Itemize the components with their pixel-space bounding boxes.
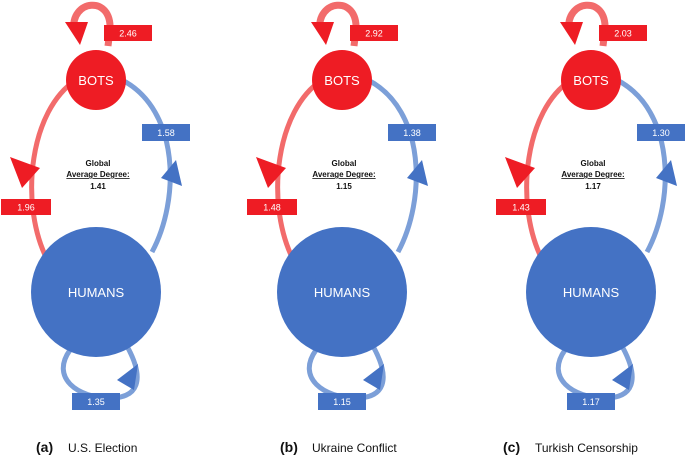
bot-self-badge: [350, 25, 398, 41]
bot-self-value: 2.03: [614, 29, 632, 39]
human-to-bot-value: 1.30: [652, 128, 670, 138]
humans-label: HUMANS: [563, 285, 620, 300]
humans-label: HUMANS: [314, 285, 371, 300]
human-self-value: 1.35: [87, 397, 105, 407]
bots-label: BOTS: [324, 73, 360, 88]
bot-self-value: 2.92: [365, 29, 383, 39]
caption-text: Ukraine Conflict: [312, 441, 397, 455]
global-label: Global: [581, 159, 606, 168]
caption-text: U.S. Election: [68, 441, 137, 455]
human-to-bot-arrowhead: [407, 160, 428, 186]
bot-self-badge: [599, 25, 647, 41]
bots-node: [66, 50, 126, 110]
bot-to-human-value: 1.96: [17, 203, 35, 213]
humans-node: [277, 227, 407, 357]
human-to-bot-badge: [388, 124, 436, 141]
human-to-bot-edge: [366, 77, 419, 254]
bot-to-human-value: 1.48: [263, 203, 281, 213]
bot-self-badge: [104, 25, 152, 41]
bots-node: [561, 50, 621, 110]
human-self-arrowhead: [612, 364, 633, 390]
human-self-badge: [72, 393, 120, 410]
bot-to-human-edge: [29, 77, 78, 257]
humans-node: [31, 227, 161, 357]
human-to-bot-value: 1.38: [403, 128, 421, 138]
human-to-bot-edge: [120, 77, 173, 254]
bot-self-value: 2.46: [119, 29, 137, 39]
human-to-bot-badge: [142, 124, 190, 141]
bot-to-human-arrowhead: [505, 157, 535, 188]
caption-letter: (c): [503, 439, 520, 455]
global-label: Global: [86, 159, 111, 168]
human-to-bot-arrowhead: [656, 160, 677, 186]
global-value: 1.41: [90, 182, 106, 191]
bot-to-human-edge: [275, 77, 324, 257]
bots-node: [312, 50, 372, 110]
panel-c: 2.03 1.43 1.30 1.17 BOTS HUMANS Global A…: [496, 1, 685, 455]
human-self-value: 1.15: [333, 397, 351, 407]
human-self-arrowhead: [117, 364, 138, 390]
human-to-bot-badge: [637, 124, 685, 141]
bot-self-arrowhead: [560, 22, 583, 45]
human-self-badge: [318, 393, 366, 410]
humans-label: HUMANS: [68, 285, 125, 300]
bot-to-human-value: 1.43: [512, 203, 530, 213]
bot-self-arrowhead: [65, 22, 88, 45]
bot-to-human-badge: [496, 199, 546, 215]
human-to-bot-value: 1.58: [157, 128, 175, 138]
human-to-bot-arrowhead: [161, 160, 182, 186]
panel-b: 2.92 1.48 1.38 1.15 BOTS HUMANS Global A…: [247, 1, 436, 455]
human-self-arrowhead: [363, 364, 384, 390]
global-sublabel: Average Degree:: [561, 170, 624, 179]
caption-letter: (a): [36, 439, 53, 455]
global-value: 1.15: [336, 182, 352, 191]
bot-to-human-badge: [247, 199, 297, 215]
panel-a: 2.46 1.96 1.58 1.35 BOTS HUMANS Global A…: [1, 1, 190, 455]
bot-to-human-arrowhead: [10, 157, 40, 188]
human-self-value: 1.17: [582, 397, 600, 407]
bots-label: BOTS: [573, 73, 609, 88]
global-sublabel: Average Degree:: [312, 170, 375, 179]
global-sublabel: Average Degree:: [66, 170, 129, 179]
global-value: 1.17: [585, 182, 601, 191]
bot-to-human-edge: [524, 77, 573, 257]
human-self-badge: [567, 393, 615, 410]
global-label: Global: [332, 159, 357, 168]
caption-text: Turkish Censorship: [535, 441, 638, 455]
bot-to-human-badge: [1, 199, 51, 215]
bot-to-human-arrowhead: [256, 157, 286, 188]
human-to-bot-edge: [615, 77, 668, 254]
bot-self-arrowhead: [311, 22, 334, 45]
bots-label: BOTS: [78, 73, 114, 88]
caption-letter: (b): [280, 439, 298, 455]
humans-node: [526, 227, 656, 357]
